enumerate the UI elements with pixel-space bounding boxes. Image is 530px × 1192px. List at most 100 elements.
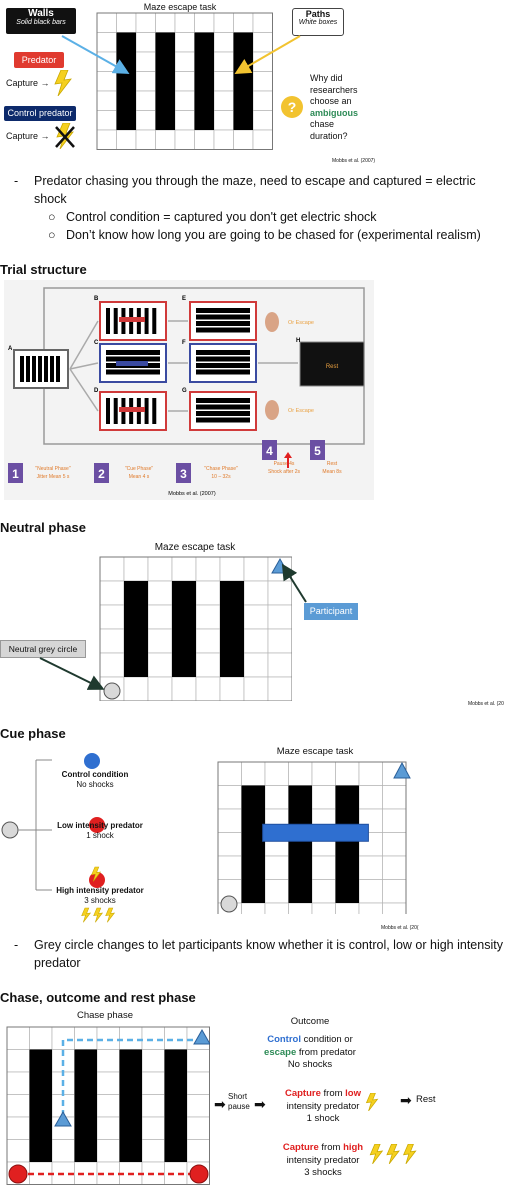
maze-wall	[74, 1049, 97, 1162]
phase-number: 2	[98, 467, 105, 481]
or-escape-text: Or Escape	[288, 408, 314, 414]
phase-detail: Jitter Mean 5 s	[37, 474, 70, 480]
high-shock-icons	[81, 907, 116, 923]
chase-target-triangle	[193, 1028, 210, 1045]
cue-citation: Mobbs et al. (20(	[381, 925, 419, 931]
walls-subtitle: Solid black bars	[16, 19, 66, 26]
panel-letter: G	[182, 388, 187, 394]
panel-g	[189, 391, 257, 431]
control-outcome-text: Control condition or escape from predato…	[264, 1034, 356, 1070]
panel-e	[189, 301, 257, 341]
neutral-arrows	[39, 563, 307, 690]
predator-bar	[262, 823, 369, 842]
phase-name: "Chase Phase"	[204, 466, 238, 472]
neutral-grey-circle	[103, 682, 121, 700]
flow-arrow	[69, 362, 99, 370]
bullet-grey-circle: Grey circle changes to let participants …	[34, 938, 503, 970]
hand-icon	[265, 312, 279, 332]
low-outcome-shock-icon	[365, 1093, 379, 1111]
phase-name: "Cue Phase"	[125, 466, 154, 472]
short-pause-label: Short pause	[228, 1092, 250, 1111]
paths-title: Paths	[305, 9, 331, 19]
top-maze	[96, 12, 273, 150]
cue-blue-bar-c	[116, 361, 148, 366]
maze-wall	[116, 32, 136, 130]
panel-letter: H	[296, 338, 300, 344]
maze-wall	[172, 581, 196, 677]
maze-wall	[288, 785, 312, 903]
phase-number-box	[176, 463, 191, 483]
neutral-phase-heading: Neutral phase	[0, 520, 86, 535]
predator-circle-left	[8, 1164, 28, 1184]
phase-number: 5	[314, 444, 321, 458]
walls-label: Walls Solid black bars	[6, 8, 76, 34]
chase-maze-title: Chase phase	[77, 1010, 133, 1021]
low-shock-icon	[91, 866, 102, 882]
bullet-dash-2: -	[14, 938, 19, 952]
sub-bullet-control: ○ Control condition = captured you don't…	[48, 210, 377, 224]
capture-label-2: Capture →	[6, 131, 50, 141]
cue-maze	[217, 761, 411, 914]
bullet-dash-1: -	[14, 174, 19, 188]
paths-label: Paths White boxes	[292, 8, 344, 36]
rest-text: Rest	[326, 364, 339, 370]
flow-arrow	[69, 320, 99, 370]
cue-phase-heading: Cue phase	[0, 726, 66, 741]
phase-number-box	[8, 463, 23, 483]
pointer-arrows	[61, 35, 301, 75]
trial-citation: Mobbs et al. (2007)	[168, 491, 216, 497]
ambiguous-question: Why did researchers choose an ambiguous …	[310, 73, 359, 141]
sub-bullet-duration: ○ Don’t know how long you are going to b…	[48, 228, 481, 242]
paths-subtitle: White boxes	[298, 19, 338, 26]
maze-wall	[194, 32, 214, 130]
cue-grey-circle	[220, 895, 238, 913]
maze-wall	[233, 32, 253, 130]
blue-path	[61, 1038, 202, 1126]
low-capture-text: Capture from low intensity predator 1 sh…	[284, 1088, 362, 1124]
rest-arrow-icon: ➡	[400, 1092, 412, 1108]
cue-red-bar-b	[119, 317, 145, 322]
phase-detail: Mean 8s	[322, 469, 342, 475]
control-predator-label: Control predator	[4, 106, 76, 121]
maze-wall	[119, 1049, 142, 1162]
phase-name: Rest	[327, 461, 338, 467]
panel-h	[299, 341, 365, 387]
high-capture-text: Capture from high intensity predator 3 s…	[282, 1142, 364, 1178]
rest-label: Rest	[416, 1094, 436, 1105]
panel-f	[189, 343, 257, 383]
phase-number: 1	[12, 467, 19, 481]
chase-maze	[6, 1026, 210, 1185]
bullet-predator: Predator chasing you through the maze, n…	[34, 174, 476, 206]
phase-detail: Shock after 2s	[268, 469, 300, 475]
top-maze-title: Maze escape task	[143, 2, 217, 12]
high-outcome-shock-icons	[369, 1144, 417, 1164]
flow-arrow	[69, 368, 99, 412]
cue-maze-title: Maze escape task	[276, 746, 354, 757]
phase-number-box	[262, 440, 277, 460]
panel-letter: A	[8, 346, 13, 352]
panel-letter: B	[94, 296, 99, 302]
maze-wall	[220, 581, 244, 677]
phase-number: 3	[180, 467, 187, 481]
trial-structure-heading: Trial structure	[0, 262, 87, 277]
grey-circle-label: Neutral grey circle	[0, 640, 86, 658]
pause-arrow-icon: ➡	[214, 1096, 226, 1112]
maze-wall	[155, 32, 175, 130]
phase-number-box	[94, 463, 109, 483]
cue-participant-triangle	[393, 761, 411, 779]
panel-a	[13, 349, 69, 389]
or-escape-text: Or Escape	[288, 320, 314, 326]
no-shock-icon	[55, 123, 75, 149]
neutral-citation: Mobbs et al. (20	[468, 701, 504, 707]
phase-detail: 10 – 32s	[211, 474, 231, 480]
chase-participant-triangle	[54, 1110, 72, 1127]
lightning-icon	[54, 70, 72, 96]
cue-red-bar-d	[119, 407, 145, 412]
panel-letter: D	[94, 388, 99, 394]
maze-wall	[29, 1049, 52, 1162]
high-cue-circle	[89, 872, 105, 888]
phase-number-box	[310, 440, 325, 460]
